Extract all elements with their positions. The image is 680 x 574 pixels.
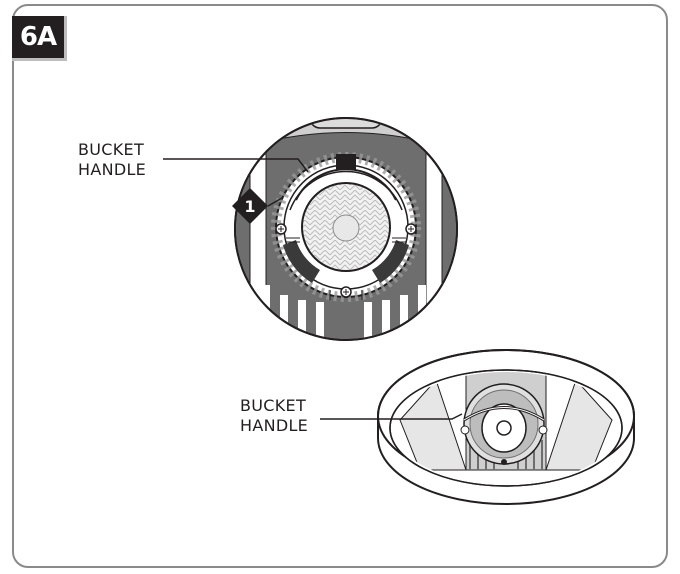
lens-center	[332, 214, 360, 242]
top-detail-view: PRESS TO	[234, 111, 458, 341]
bottom-callout-line2: HANDLE	[240, 416, 309, 435]
bottom-callout-line1: BUCKET	[240, 396, 307, 415]
top-callout-line2: HANDLE	[78, 160, 147, 179]
step-badge: 6A	[12, 16, 67, 61]
press-button: PRESS TO	[309, 111, 383, 129]
top-callout-leader	[163, 158, 309, 173]
step-marker: 1	[232, 188, 283, 224]
screw-icon	[340, 286, 352, 298]
bottom-callout-leader	[320, 413, 463, 420]
top-callout-line1: BUCKET	[78, 140, 145, 159]
step-marker-number: 1	[244, 197, 255, 216]
press-button-text: PRESS TO	[326, 111, 365, 120]
screw-icon	[275, 223, 287, 235]
bottom-fixture-view	[377, 349, 635, 505]
top-callout-label: BUCKET HANDLE	[78, 140, 146, 180]
bottom-callout-label: BUCKET HANDLE	[240, 396, 308, 436]
screw-icon	[405, 223, 417, 235]
